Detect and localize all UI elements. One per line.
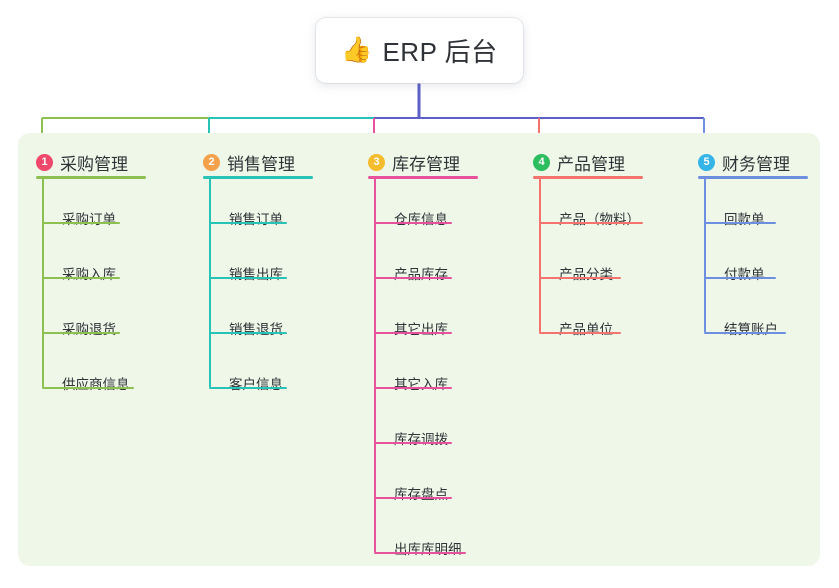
leaf-item[interactable]: 产品单位 (559, 322, 613, 337)
category-spine (374, 176, 376, 552)
category-number-badge: 5 (698, 154, 715, 171)
leaf-underline (704, 332, 786, 334)
leaf-underline (374, 222, 452, 224)
leaf-underline (42, 332, 120, 334)
leaf-item[interactable]: 产品（物料） (559, 212, 640, 227)
leaf-item[interactable]: 销售出库 (229, 267, 283, 282)
leaf-item[interactable]: 仓库信息 (394, 212, 448, 227)
category-title: 采购管理 (60, 155, 128, 174)
leaf-underline (209, 332, 287, 334)
leaf-item[interactable]: 回款单 (724, 212, 765, 227)
category-header-3[interactable]: 3 库存管理 (368, 150, 460, 175)
category-number-badge: 3 (368, 154, 385, 171)
leaf-item[interactable]: 采购退货 (62, 322, 116, 337)
leaf-underline (539, 277, 621, 279)
category-number-badge: 2 (203, 154, 220, 171)
leaf-item[interactable]: 其它入库 (394, 377, 448, 392)
category-header-4[interactable]: 4 产品管理 (533, 150, 625, 175)
category-underline (36, 176, 146, 179)
leaf-underline (209, 222, 287, 224)
leaf-underline (209, 277, 287, 279)
category-header-1[interactable]: 1 采购管理 (36, 150, 128, 175)
leaf-item[interactable]: 销售退货 (229, 322, 283, 337)
leaf-underline (374, 552, 466, 554)
category-underline (698, 176, 808, 179)
category-number-badge: 4 (533, 154, 550, 171)
leaf-underline (374, 497, 452, 499)
category-underline (533, 176, 643, 179)
categories-panel (18, 133, 820, 566)
category-underline (203, 176, 313, 179)
category-title: 产品管理 (557, 155, 625, 174)
leaf-item[interactable]: 产品分类 (559, 267, 613, 282)
leaf-underline (539, 222, 643, 224)
category-number-badge: 1 (36, 154, 53, 171)
leaf-item[interactable]: 销售订单 (229, 212, 283, 227)
leaf-underline (704, 277, 776, 279)
leaf-item[interactable]: 付款单 (724, 267, 765, 282)
category-header-5[interactable]: 5 财务管理 (698, 150, 790, 175)
category-spine (42, 176, 44, 387)
leaf-underline (42, 222, 120, 224)
category-title: 销售管理 (227, 155, 295, 174)
category-underline (368, 176, 478, 179)
category-spine (209, 176, 211, 387)
leaf-item[interactable]: 客户信息 (229, 377, 283, 392)
root-node-card[interactable]: 👍 ERP 后台 (316, 18, 523, 83)
leaf-item[interactable]: 出库库明细 (394, 542, 462, 557)
leaf-underline (374, 277, 452, 279)
leaf-item[interactable]: 采购订单 (62, 212, 116, 227)
leaf-underline (374, 387, 452, 389)
leaf-underline (374, 442, 452, 444)
category-spine (539, 176, 541, 332)
leaf-item[interactable]: 其它出库 (394, 322, 448, 337)
leaf-item[interactable]: 产品库存 (394, 267, 448, 282)
leaf-underline (42, 277, 120, 279)
leaf-item[interactable]: 采购入库 (62, 267, 116, 282)
leaf-underline (209, 387, 287, 389)
leaf-underline (374, 332, 452, 334)
category-header-2[interactable]: 2 销售管理 (203, 150, 295, 175)
leaf-item[interactable]: 库存调拨 (394, 432, 448, 447)
category-title: 财务管理 (722, 155, 790, 174)
root-node-title: ERP 后台 (382, 37, 498, 67)
leaf-item[interactable]: 供应商信息 (62, 377, 130, 392)
category-title: 库存管理 (392, 155, 460, 174)
leaf-underline (539, 332, 621, 334)
leaf-item[interactable]: 结算账户 (724, 322, 778, 337)
leaf-underline (704, 222, 776, 224)
leaf-underline (42, 387, 134, 389)
thumbs-up-icon: 👍 (341, 36, 373, 64)
leaf-item[interactable]: 库存盘点 (394, 487, 448, 502)
category-spine (704, 176, 706, 332)
